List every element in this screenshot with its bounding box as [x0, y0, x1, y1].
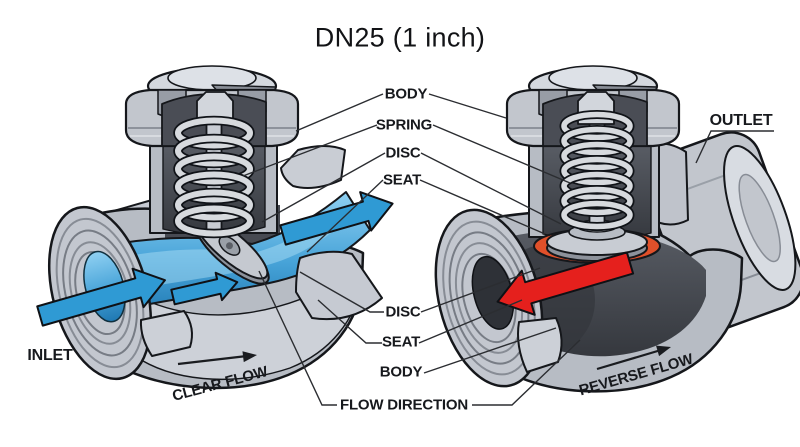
- label-seat-bottom: SEAT: [381, 333, 421, 351]
- leader-spring-right: [432, 124, 571, 184]
- right-valve-illustration: [434, 65, 800, 393]
- right-valve-spring: [559, 91, 635, 231]
- label-body-bottom: BODY: [379, 363, 423, 381]
- annotation-arrows: [177, 345, 671, 371]
- leader-body-top-right: [428, 93, 507, 119]
- leader-seat-bottom-left: [317, 299, 382, 344]
- leader-body-bottom-right: [423, 327, 557, 374]
- diagram-title: DN25 (1 inch): [314, 22, 486, 53]
- label-body-top: BODY: [384, 85, 428, 103]
- leader-flow-direction-left: [258, 270, 337, 406]
- reverse-flow-annotation-arrow: [596, 348, 662, 371]
- label-outlet: OUTLET: [709, 112, 773, 129]
- reverse-flow-arrowhead: [656, 345, 671, 357]
- right-valve-cut-lip-bottom: [517, 317, 563, 373]
- clear-flow-arrow: [177, 354, 248, 366]
- leader-seat-bottom-right: [418, 299, 523, 344]
- leader-body-top-left: [295, 93, 384, 132]
- leader-seat-top-left: [306, 179, 384, 253]
- leader-lines: [242, 93, 774, 406]
- leader-spring-left: [242, 124, 378, 177]
- clear-flow-arrowhead: [242, 351, 257, 363]
- left-valve-spring: [173, 91, 255, 239]
- leader-disc-top-left: [261, 152, 386, 223]
- label-inlet: INLET: [27, 347, 73, 364]
- leader-outlet: [695, 130, 774, 164]
- label-flow-direction: FLOW DIRECTION: [339, 396, 469, 414]
- leader-disc-bottom-right: [420, 267, 541, 313]
- reverse-flow-arrow: [496, 251, 635, 316]
- leader-disc-top-right: [420, 152, 562, 225]
- left-valve-cut-lip-right: [295, 250, 383, 321]
- leader-seat-top-right: [419, 179, 546, 235]
- forward-flow-arrow-mid: [170, 271, 239, 306]
- label-spring: SPRING: [375, 116, 433, 134]
- label-disc-top: DISC: [385, 144, 421, 162]
- forward-flow-arrow-inlet: [36, 267, 166, 327]
- label-disc-bottom: DISC: [385, 303, 421, 321]
- label-seat-top: SEAT: [382, 171, 422, 189]
- left-valve-cut-lip-bottom: [139, 310, 193, 357]
- leader-disc-bottom-left: [299, 271, 384, 313]
- left-valve-seat-lip: [280, 145, 346, 189]
- left-valve-illustration: [36, 65, 394, 390]
- leader-flow-direction-right: [472, 339, 581, 406]
